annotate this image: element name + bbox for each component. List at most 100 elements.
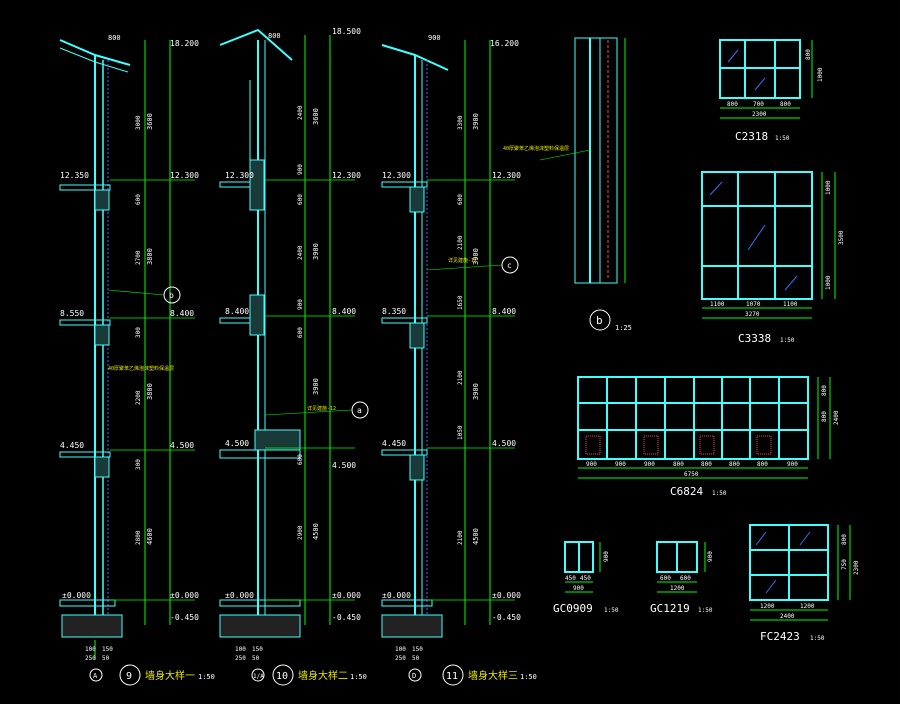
- beam: [409, 186, 425, 213]
- level-label: ±0.000: [62, 591, 91, 600]
- wall-section-1: 800 18.200 12.350 8.550 4.450 ±0.000 12.…: [59, 34, 215, 686]
- foundation: [61, 614, 123, 638]
- top-dim: 800: [268, 32, 281, 40]
- detail-no: 11: [446, 671, 458, 682]
- level-label: 8.350: [382, 307, 406, 316]
- bottom-dim: 150: [252, 646, 263, 653]
- window-scale: 1:50: [780, 337, 795, 344]
- floor-slabs: [381, 181, 433, 607]
- detail-no: 10: [276, 671, 288, 682]
- height-dim: 2400: [833, 410, 840, 425]
- window-scale: 1:50: [604, 607, 619, 614]
- bottom-dim: 250: [235, 655, 246, 662]
- slab: [59, 319, 111, 326]
- detail-b-frame: [574, 37, 618, 284]
- seg-dim: 3800: [146, 383, 154, 400]
- sub-dim: 2400: [297, 105, 304, 120]
- glass-mark: [784, 275, 798, 291]
- level-label: 4.450: [60, 441, 84, 450]
- grid-label: D: [412, 672, 416, 680]
- window-id: C3338: [738, 332, 771, 345]
- height-dim: 1000: [825, 275, 832, 290]
- sub-dim: 900: [297, 164, 304, 175]
- height-dim: 750: [841, 559, 848, 570]
- sub-dim: 2200: [135, 390, 142, 405]
- section-scale: 1:50: [198, 673, 215, 681]
- beam: [94, 189, 110, 211]
- sub-dim: 2100: [457, 530, 464, 545]
- slab: [381, 599, 433, 607]
- seg-dim: 3900: [312, 243, 320, 260]
- sub-dim: 600: [135, 194, 142, 205]
- section-scale: 1:50: [520, 673, 537, 681]
- level-label-right: -0.450: [170, 613, 199, 622]
- window-id: C6824: [670, 485, 703, 498]
- detail-no-circle: [272, 664, 294, 686]
- roof-eave: [219, 28, 293, 61]
- width-dim: 600: [680, 575, 691, 582]
- detail-callout-label: c: [507, 261, 512, 270]
- detail-no: 9: [126, 671, 132, 682]
- top-level: 18.200: [170, 39, 199, 48]
- bottom-dim: 50: [252, 655, 260, 662]
- level-label-right: 8.400: [170, 309, 194, 318]
- balcony: [254, 429, 301, 451]
- beam: [94, 324, 110, 346]
- level-label: 8.550: [60, 309, 84, 318]
- level-label-right: 4.500: [332, 461, 356, 470]
- bottom-dim: 250: [85, 655, 96, 662]
- sub-dim: 600: [457, 194, 464, 205]
- width-dim: 600: [660, 575, 671, 582]
- seg-dim: 3900: [472, 383, 480, 400]
- wall-section-2: 800 18.500 12.300 8.400 4.500 ±0.000 12.…: [219, 27, 369, 686]
- louver: [699, 435, 715, 455]
- level-label: 12.300: [382, 171, 411, 180]
- bottom-dim: 100: [235, 646, 246, 653]
- beam: [249, 159, 265, 211]
- slab: [381, 317, 428, 324]
- sub-dim: 2800: [135, 530, 142, 545]
- wall-section-3: 900 16.200 12.300 8.350 4.450 ±0.000 12.…: [381, 34, 537, 686]
- window-id: C2318: [735, 130, 768, 143]
- slab: [219, 599, 301, 607]
- height-dim: 800: [821, 411, 828, 422]
- level-label-right: ±0.000: [492, 591, 521, 600]
- total-width: 2400: [780, 613, 795, 620]
- width-dim: 900: [615, 461, 626, 468]
- width-dim: 1200: [760, 603, 775, 610]
- level-label: ±0.000: [382, 591, 411, 600]
- slab: [381, 181, 428, 188]
- level-label: 12.350: [60, 171, 89, 180]
- window-C2318: 800 700 800 2300 800 1000 C2318 1:50: [719, 39, 824, 143]
- window-id: GC1219: [650, 602, 690, 615]
- leader-line: [539, 149, 591, 161]
- sub-dim: 2100: [457, 235, 464, 250]
- level-label: 8.400: [225, 307, 249, 316]
- window-scale: 1:50: [775, 135, 790, 142]
- louver: [643, 435, 659, 455]
- louver: [585, 435, 601, 455]
- slab: [59, 184, 111, 191]
- glass-mark: [747, 224, 766, 251]
- leader-line: [264, 409, 353, 416]
- foundation: [219, 614, 301, 638]
- top-dim: 900: [428, 34, 441, 42]
- beam: [94, 456, 110, 478]
- width-dim: 800: [729, 461, 740, 468]
- width-dim: 1070: [746, 301, 761, 308]
- width-dim: 800: [757, 461, 768, 468]
- seg-dim: 4600: [146, 528, 154, 545]
- height-dim: 800: [821, 385, 828, 396]
- grid-label: 1/A: [253, 673, 264, 680]
- glass-mark: [755, 531, 767, 546]
- width-dim: 1100: [710, 301, 725, 308]
- sub-dim: 900: [297, 299, 304, 310]
- level-label: 12.300: [225, 171, 254, 180]
- window-GC0909: 450 450 900 900 GC0909 1:50: [553, 541, 619, 615]
- width-dim: 800: [780, 101, 791, 108]
- seg-dim: 3600: [146, 113, 154, 130]
- floor-slabs: [59, 184, 116, 607]
- level-label-right: 12.300: [492, 171, 521, 180]
- detail-no-circle: [119, 664, 141, 686]
- height-dim: 2300: [853, 560, 860, 575]
